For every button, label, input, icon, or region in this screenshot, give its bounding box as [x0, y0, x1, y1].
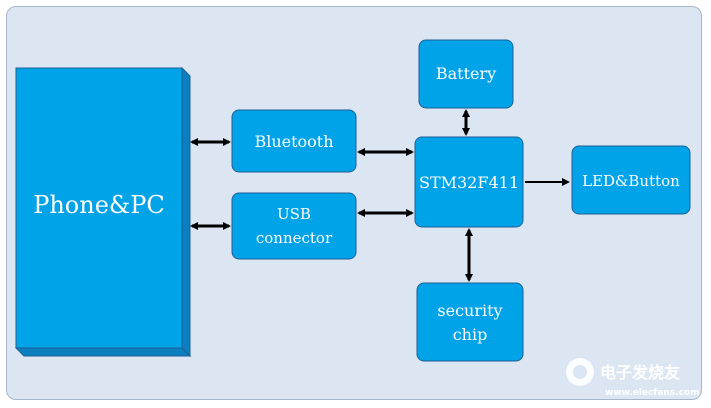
- usb-label-line1: USB: [277, 205, 311, 223]
- phone-pc-block: Phone&PC: [14, 66, 192, 358]
- security-label-line1: security: [437, 301, 502, 320]
- security-chip-block: security chip: [416, 282, 524, 362]
- usb-connector-block: USB connector: [231, 192, 357, 260]
- bluetooth-label: Bluetooth: [254, 132, 333, 151]
- watermark-text: 电子发烧友: [600, 363, 681, 382]
- security-label-line2: chip: [453, 325, 488, 344]
- watermark-url: www.elecfans.com: [605, 388, 699, 398]
- led-button-label: LED&Button: [582, 172, 680, 190]
- usb-label-line2: connector: [256, 229, 333, 247]
- battery-label: Battery: [436, 64, 496, 83]
- phone-pc-label: Phone&PC: [33, 191, 165, 219]
- bluetooth-block: Bluetooth: [231, 109, 357, 173]
- watermark: 电子发烧友 www.elecfans.com: [566, 358, 699, 398]
- led-button-block: LED&Button: [571, 145, 691, 215]
- mcu-label: STM32F411: [419, 173, 519, 192]
- mcu-block: STM32F411: [414, 136, 524, 228]
- battery-block: Battery: [418, 39, 514, 109]
